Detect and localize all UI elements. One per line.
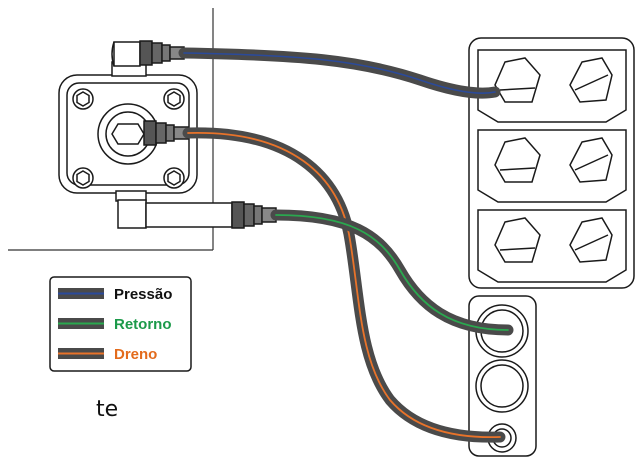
legend-frame	[49, 276, 192, 372]
outlet-slot-5	[494, 217, 541, 263]
drain-hose	[182, 127, 506, 443]
outlet-slot-3	[494, 137, 541, 183]
caption-text: te	[96, 397, 118, 422]
legend-stripe-drain	[58, 352, 104, 355]
legend: Pressão Retorno Dreno	[49, 276, 192, 372]
bolt-top-left	[72, 88, 94, 110]
drain-fitting	[143, 120, 189, 146]
outlet-slot-6	[569, 217, 613, 263]
pressure-fitting	[111, 40, 185, 67]
outlet-slot-1	[494, 57, 541, 103]
legend-item-pressure: Pressão	[58, 286, 172, 303]
return-fitting	[117, 199, 277, 229]
legend-stripe-return	[58, 322, 104, 325]
legend-label-drain: Dreno	[114, 346, 157, 363]
legend-label-return: Retorno	[114, 316, 172, 333]
legend-item-return: Retorno	[58, 316, 172, 333]
return-hose	[270, 209, 514, 336]
legend-item-drain: Dreno	[58, 346, 157, 363]
bolt-bottom-left	[72, 167, 94, 189]
bolt-bottom-right	[163, 167, 185, 189]
legend-label-pressure: Pressão	[114, 286, 172, 303]
spare-port	[475, 359, 529, 413]
outlet-panel	[468, 37, 635, 289]
outlet-slot-4	[569, 137, 613, 183]
pressure-hose	[178, 47, 501, 99]
legend-stripe-pressure	[58, 292, 104, 295]
pump-body	[58, 61, 198, 202]
bolt-top-right	[163, 88, 185, 110]
outlet-slot-2	[569, 57, 613, 103]
